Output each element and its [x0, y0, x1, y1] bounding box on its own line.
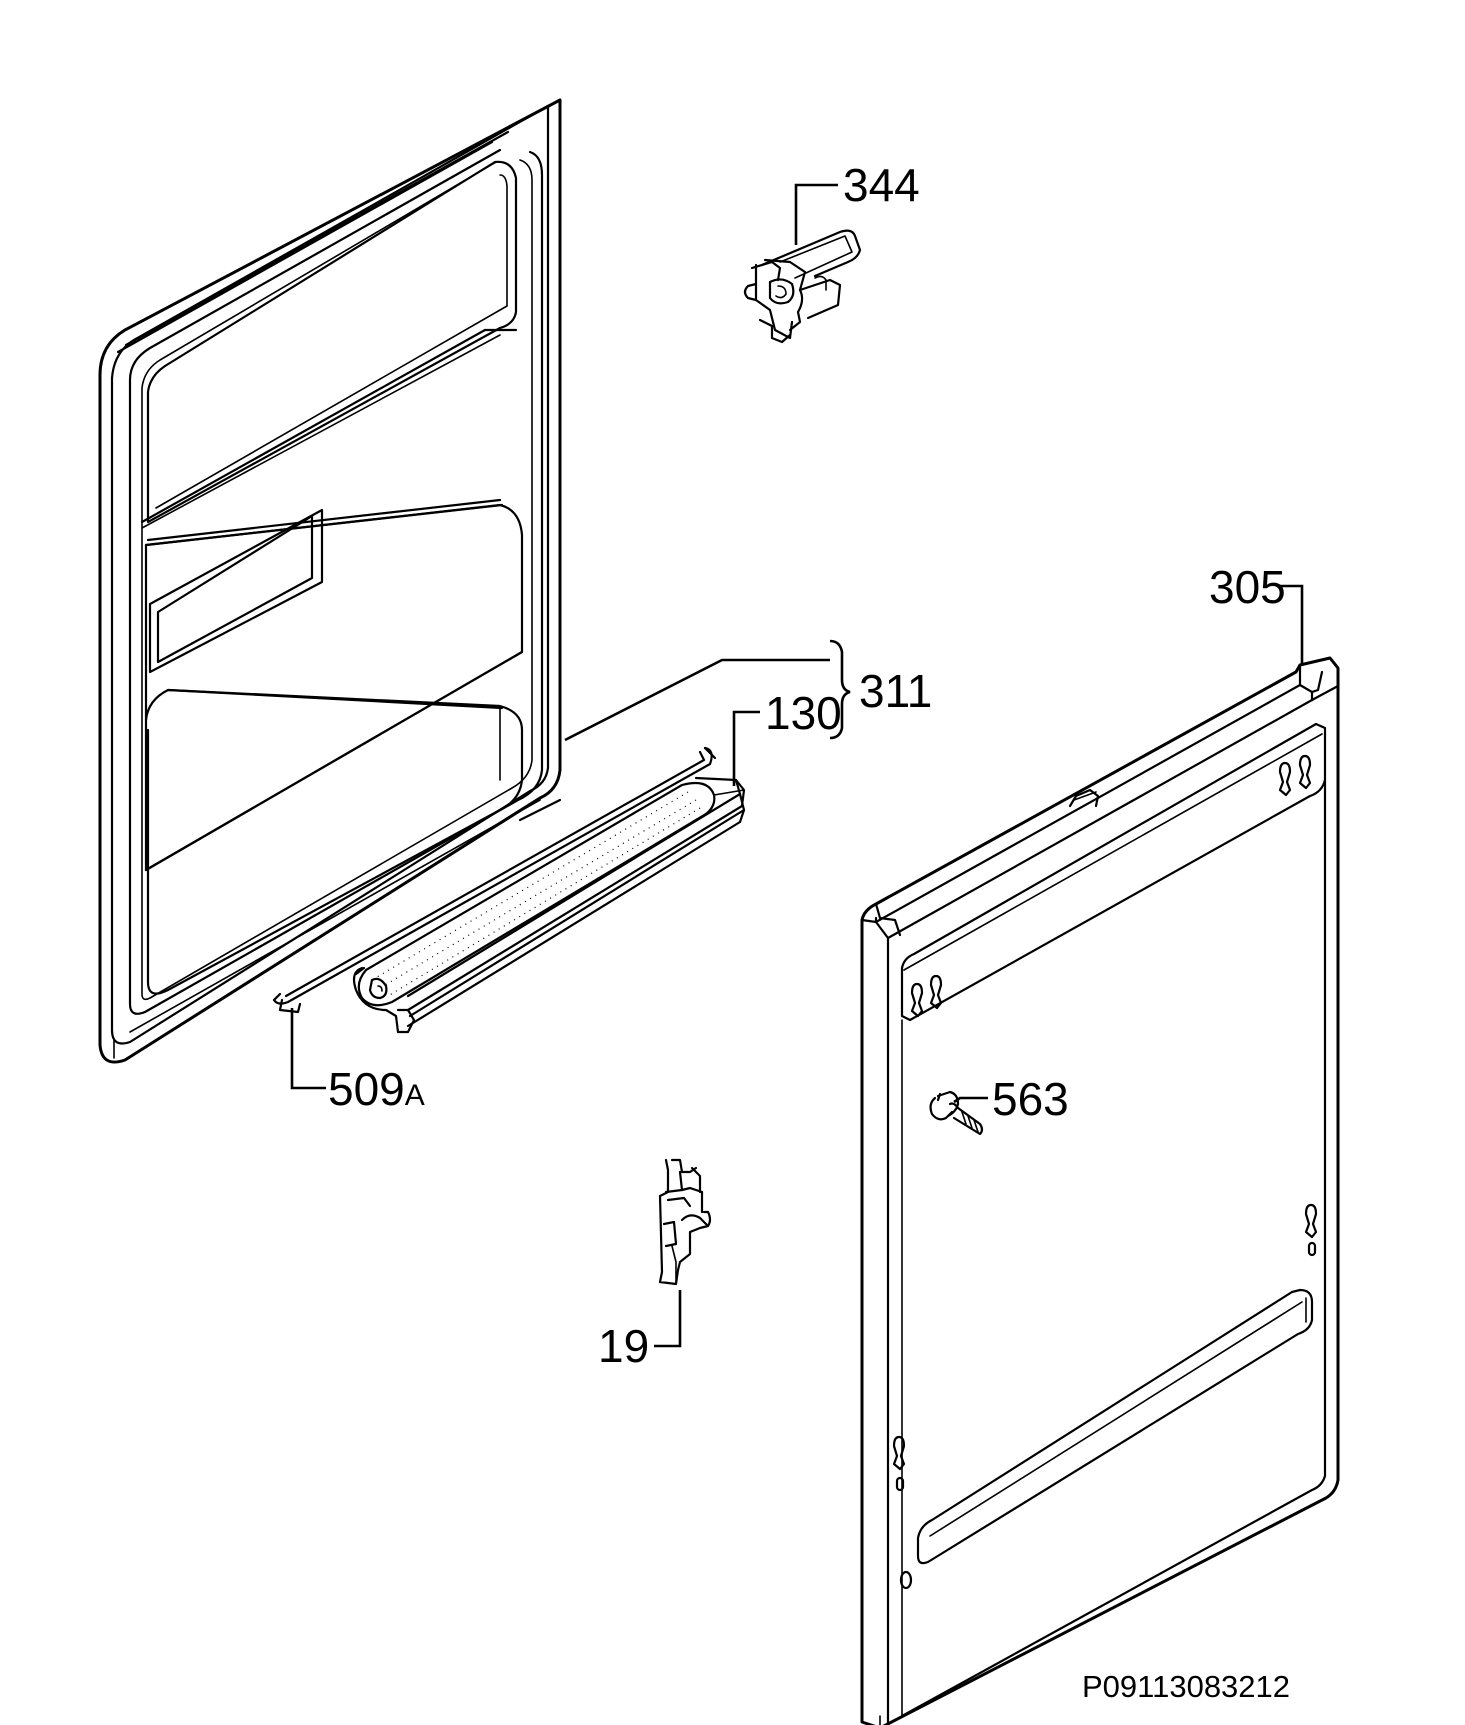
callout-130: 130 — [765, 687, 842, 739]
callout-344: 344 — [843, 159, 920, 211]
outer-door-panel-305 — [860, 656, 1340, 1725]
drawing-code: P09113083212 — [1082, 1669, 1290, 1704]
hinge-part-344 — [743, 229, 862, 344]
leader-lines — [290, 183, 1304, 1348]
callout-509a-number: 509 — [328, 1063, 405, 1115]
callout-311: 311 — [859, 665, 932, 717]
callout-19: 19 — [598, 1320, 649, 1372]
callout-509a: 509A — [328, 1063, 425, 1115]
inner-door-panel — [98, 98, 562, 1064]
callout-305: 305 — [1209, 561, 1286, 613]
clip-part-19 — [658, 1158, 712, 1286]
door-seal-strips — [272, 746, 746, 1034]
callout-509a-suffix: A — [405, 1079, 425, 1112]
callout-563: 563 — [992, 1073, 1069, 1125]
bolt-part-563 — [929, 1090, 984, 1136]
